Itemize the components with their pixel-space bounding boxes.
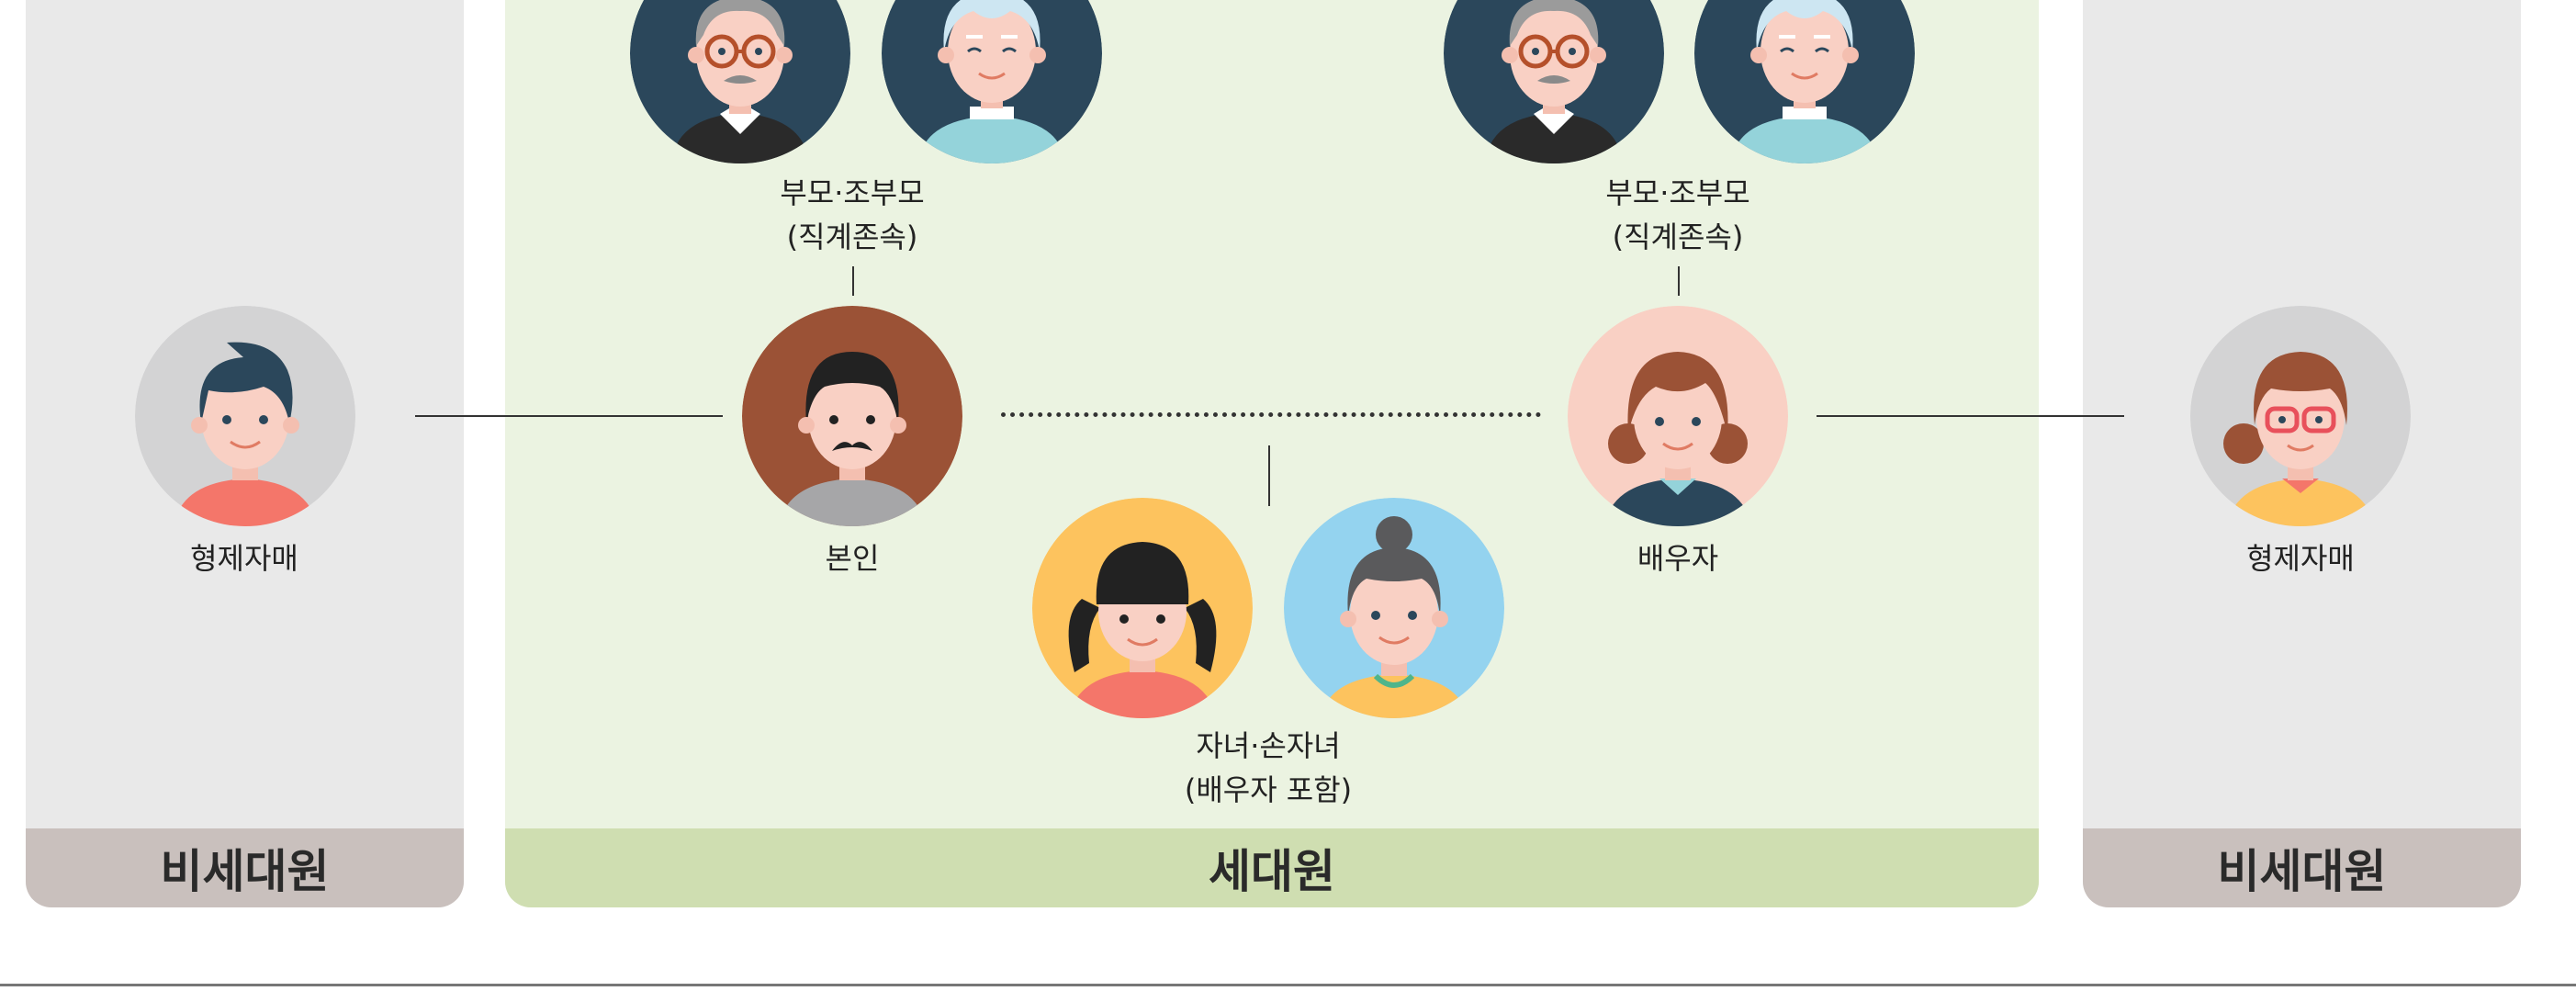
non-member-title-left: 비세대원	[26, 828, 464, 907]
parents-label-left-line2: (직계존속)	[786, 220, 918, 254]
parents-label-left-line1: 부모·조부모	[780, 175, 925, 210]
sibling-label-right: 형제자매	[2246, 541, 2355, 576]
connector-parents-self	[852, 266, 854, 296]
sibling-label-left: 형제자매	[190, 541, 298, 576]
grandfather-avatar-icon	[1444, 0, 1664, 163]
children-label-line2: (배우자 포함)	[1184, 772, 1353, 807]
girl-glasses-avatar-icon	[2190, 306, 2411, 526]
connector-sibling-right	[1817, 415, 2124, 417]
children-label: 자녀·손자녀 (배우자 포함)	[1185, 724, 1352, 812]
grandmother-avatar-icon	[1694, 0, 1915, 163]
boy-bun-avatar-icon	[1284, 498, 1504, 718]
grandmother-avatar-icon	[882, 0, 1102, 163]
self-label: 본인	[825, 541, 880, 576]
man-mustache-avatar-icon	[742, 306, 962, 526]
bottom-divider	[0, 984, 2576, 986]
children-label-line1: 자녀·손자녀	[1196, 728, 1341, 763]
non-member-title-right: 비세대원	[2083, 828, 2521, 907]
spouse-label: 배우자	[1637, 541, 1719, 576]
household-member-title: 세대원	[505, 828, 2039, 907]
woman-avatar-icon	[1568, 306, 1788, 526]
parents-label-right-line2: (직계존속)	[1612, 220, 1744, 254]
parents-label-right-line1: 부모·조부모	[1605, 175, 1750, 210]
connector-children	[1268, 445, 1270, 506]
parents-label-right: 부모·조부모 (직계존속)	[1605, 171, 1749, 259]
boy-avatar-icon	[135, 306, 355, 526]
connector-sibling-left	[415, 415, 723, 417]
parents-label-left: 부모·조부모 (직계존속)	[780, 171, 924, 259]
girl-pigtails-avatar-icon	[1032, 498, 1253, 718]
grandfather-avatar-icon	[630, 0, 850, 163]
connector-parents-spouse	[1678, 266, 1680, 296]
non-member-panel-left: 비세대원	[26, 0, 464, 907]
connector-self-spouse	[1001, 412, 1541, 417]
